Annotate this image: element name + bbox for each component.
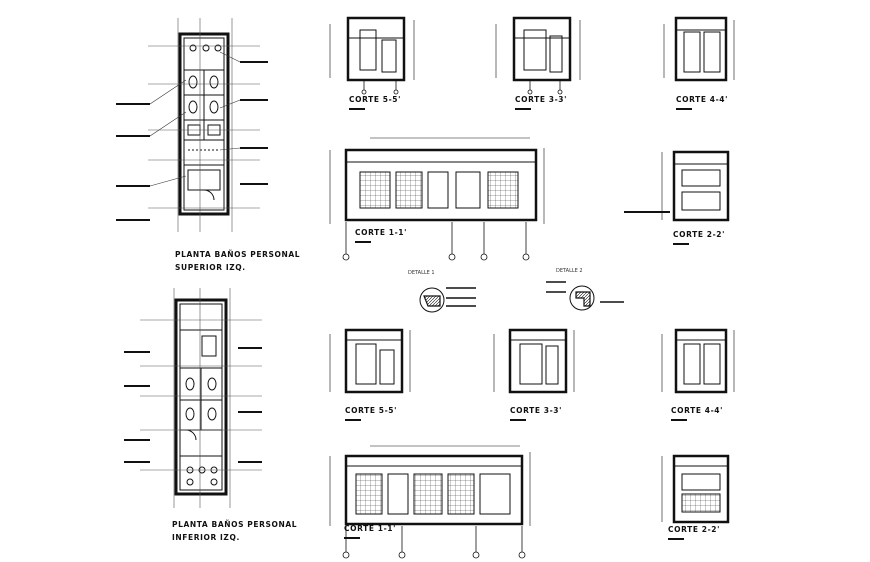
section-lower-1 (329, 445, 531, 526)
section-views (329, 16, 735, 559)
label-detalle-2: DETALLE 2 (556, 268, 583, 274)
section-upper-2 (624, 150, 730, 222)
plan-upper-title-line1: PLANTA BAÑOS PERSONAL (175, 250, 301, 259)
underline (515, 108, 531, 110)
label-lower-corte-2: CORTE 2-2' (668, 525, 721, 534)
section-upper-1 (329, 137, 545, 224)
section-lower-3 (493, 328, 575, 394)
underline (349, 108, 365, 110)
floor-plan-upper (116, 18, 268, 232)
plan-lower-title-line1: PLANTA BAÑOS PERSONAL (172, 520, 298, 529)
section-upper-3 (495, 16, 581, 82)
label-upper-corte-3: CORTE 3-3' (515, 95, 568, 104)
label-upper-corte-4: CORTE 4-4' (676, 95, 729, 104)
section-lower-2 (661, 454, 730, 524)
plan-upper-title-line2: SUPERIOR IZQ. (175, 263, 246, 272)
section-lower-4 (661, 328, 735, 394)
section-lower-5 (329, 328, 411, 394)
floor-plan-lower (124, 288, 262, 508)
label-upper-corte-1: CORTE 1-1' (355, 228, 408, 237)
underline (676, 108, 692, 110)
section-upper-4 (663, 16, 735, 82)
label-detalle-1: DETALLE 1 (408, 270, 435, 276)
label-lower-corte-5: CORTE 5-5' (345, 406, 398, 415)
underline (673, 243, 689, 245)
underline (344, 537, 360, 539)
label-lower-corte-3: CORTE 3-3' (510, 406, 563, 415)
label-lower-corte-1: CORTE 1-1' (344, 524, 397, 533)
underline (671, 419, 687, 421)
label-upper-corte-5: CORTE 5-5' (349, 95, 402, 104)
label-lower-corte-4: CORTE 4-4' (671, 406, 724, 415)
detail-1-drawing (419, 287, 476, 313)
detail-2-drawing (546, 281, 624, 311)
label-upper-corte-2: CORTE 2-2' (673, 230, 726, 239)
section-upper-5 (329, 16, 415, 82)
underline (345, 419, 361, 421)
underline (355, 241, 371, 243)
underline (668, 538, 684, 540)
underline (510, 419, 526, 421)
plan-lower-title-line2: INFERIOR IZQ. (172, 533, 240, 542)
